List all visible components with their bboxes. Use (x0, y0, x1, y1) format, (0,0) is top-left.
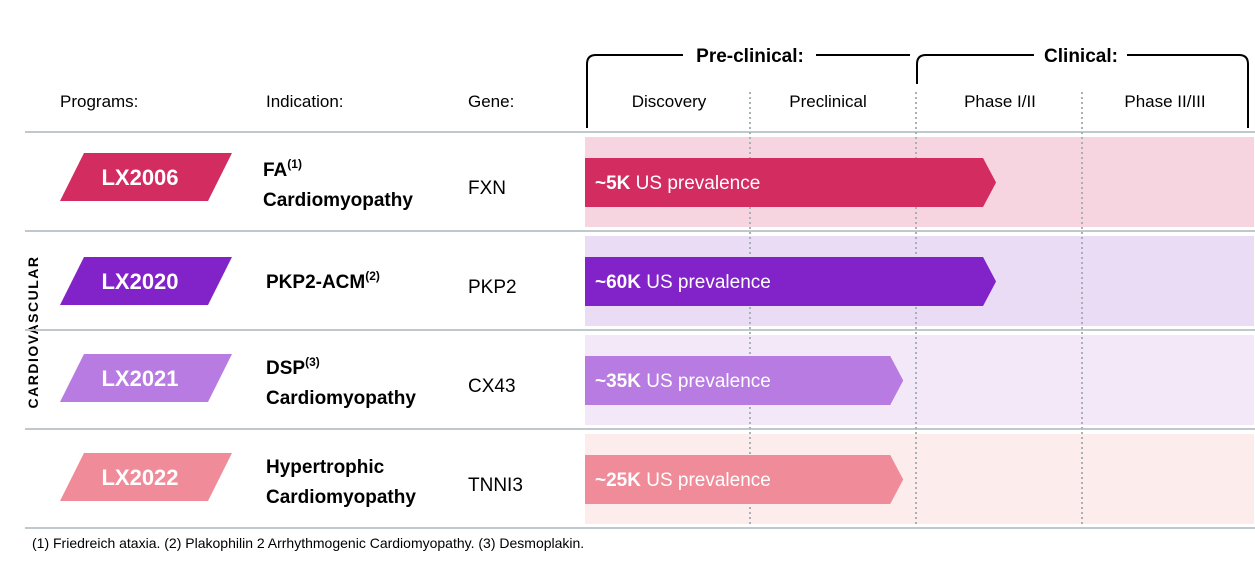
program-name: LX2020 (101, 269, 178, 294)
gene-header: Gene: (468, 92, 514, 111)
programs-header: Programs: (60, 92, 138, 111)
program-name: LX2022 (101, 465, 178, 490)
indication-name: FA(1) (263, 157, 302, 181)
progress-arrow (585, 257, 997, 306)
indication-name: DSP(3) (266, 355, 320, 379)
indication-name: PKP2-ACM(2) (266, 269, 380, 293)
clinical-bracket (916, 54, 1249, 128)
program-badge (60, 153, 232, 201)
program-rows: LX2006 FA(1) Cardiomyopathy FXN ~5K US preva… (60, 153, 997, 508)
gene-name: FXN (468, 178, 506, 199)
program-row: LX2006 FA(1) Cardiomyopathy FXN ~5K US preva… (60, 153, 997, 211)
stage-phase-1-2: Phase I/II (964, 92, 1036, 111)
prevalence-label: ~35K US prevalence (595, 371, 771, 392)
stage-group-clinical: Clinical: (1044, 46, 1118, 67)
footnote: (1) Friedreich ataxia. (2) Plakophilin 2… (32, 535, 584, 551)
prevalence-label: ~60K US prevalence (595, 272, 771, 293)
indication-header: Indication: (266, 92, 344, 111)
program-name: LX2006 (101, 165, 178, 190)
indication-line2: Cardiomyopathy (266, 487, 416, 508)
prevalence-label: ~25K US prevalence (595, 470, 771, 491)
indication-name: Hypertrophic (266, 457, 385, 478)
program-badge (60, 453, 232, 501)
progress-arrow (585, 455, 904, 504)
row-dividers (25, 131, 1255, 529)
program-row: LX2020 PKP2-ACM(2) PKP2 ~60K US prevalence (60, 257, 997, 306)
gene-name: CX43 (468, 376, 516, 397)
program-name: LX2021 (101, 366, 178, 391)
progress-arrow (585, 158, 997, 207)
progress-arrow (585, 356, 904, 405)
stage-phase-2-3: Phase II/III (1124, 92, 1205, 111)
indication-line2: Cardiomyopathy (263, 190, 413, 211)
category-label: CARDIOVASCULAR (25, 256, 41, 409)
stage-discovery: Discovery (632, 92, 707, 111)
indication-line2: Cardiomyopathy (266, 388, 416, 409)
stage-preclinical: Preclinical (789, 92, 866, 111)
indication-footnote-ref: (2) (365, 269, 380, 283)
gene-name: TNNI3 (468, 475, 523, 496)
preclinical-bracket (586, 54, 910, 128)
program-badge (60, 354, 232, 402)
indication-footnote-ref: (3) (305, 355, 320, 369)
prevalence-label: ~5K US prevalence (595, 173, 760, 194)
stage-group-preclinical: Pre-clinical: (696, 46, 804, 67)
gene-name: PKP2 (468, 277, 517, 298)
program-badge (60, 257, 232, 305)
indication-footnote-ref: (1) (287, 157, 302, 171)
program-row: LX2021 DSP(3) Cardiomyopathy CX43 ~35K US pr… (60, 354, 904, 409)
